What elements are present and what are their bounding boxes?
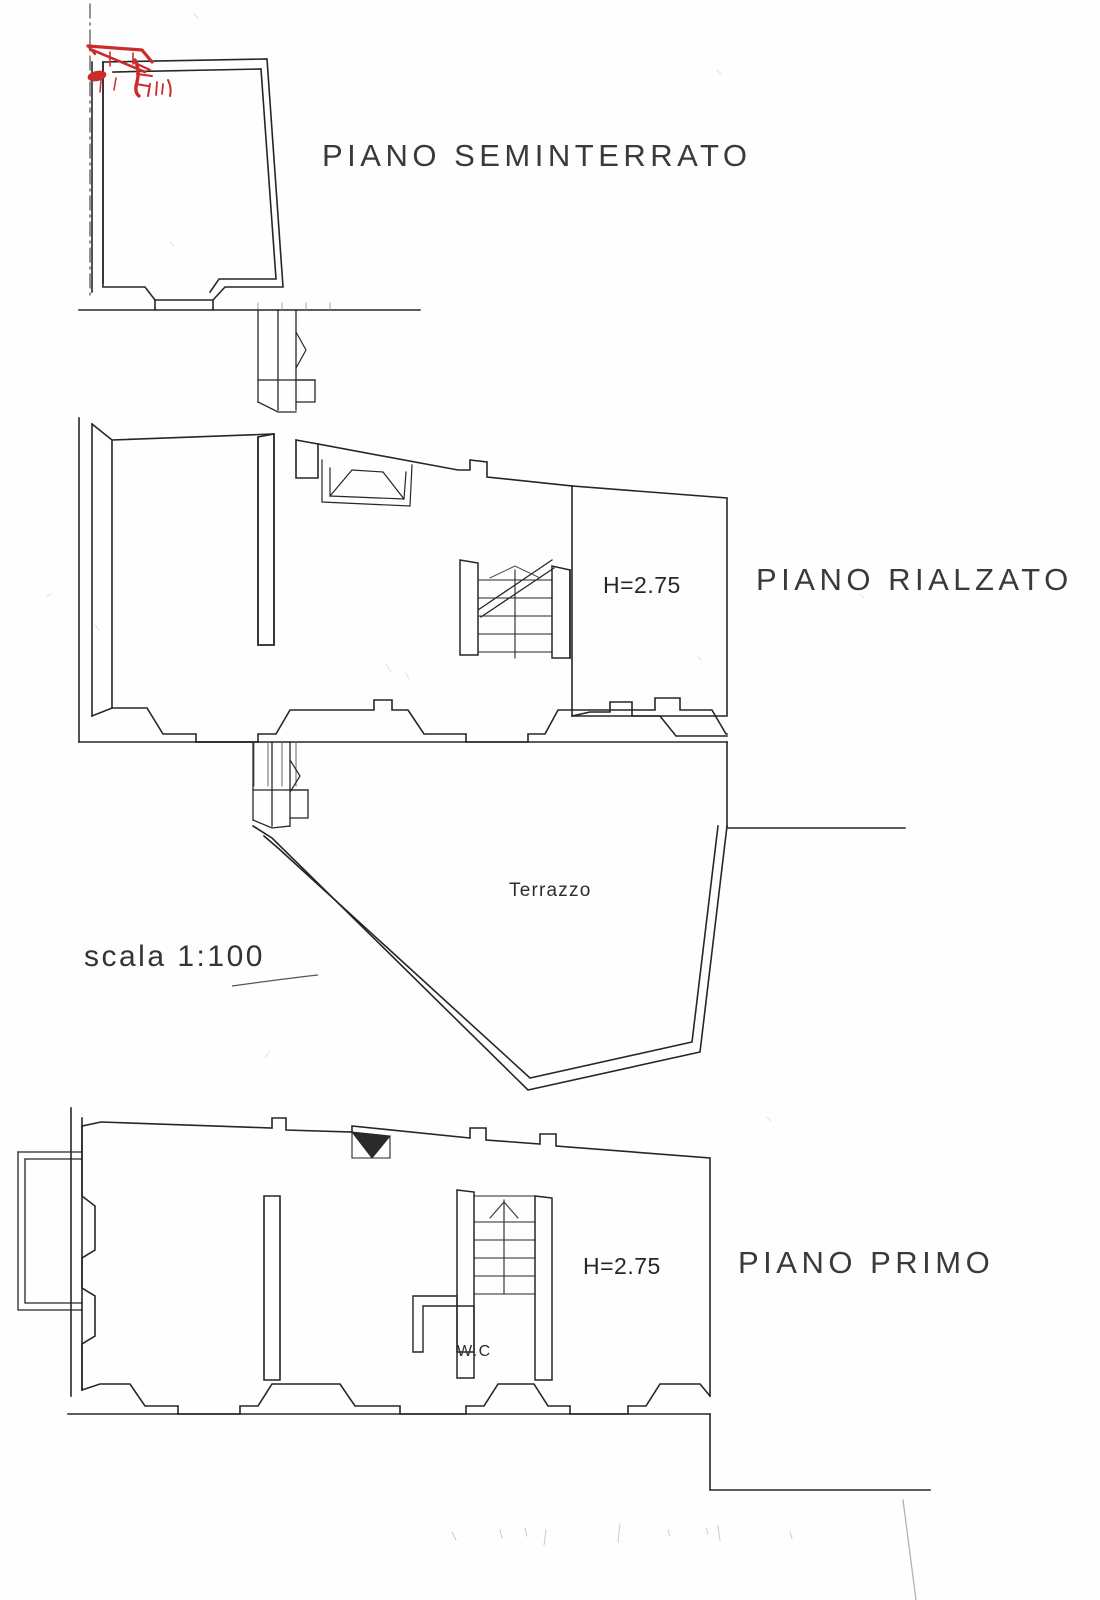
partition-wall-1-rialzato — [257, 433, 275, 646]
floor-primo — [17, 13, 931, 1600]
bay-window-rialzato — [321, 459, 413, 507]
perimeter-primo — [81, 1117, 711, 1397]
room-center-rialzato — [295, 439, 573, 487]
terrace-outline — [251, 824, 728, 1091]
boundary-step-primo — [709, 1413, 931, 1491]
floor-title-primo: PIANO PRIMO — [738, 1245, 995, 1280]
scale-label: scala 1:100 — [84, 940, 265, 973]
room-right-rialzato — [571, 485, 728, 717]
floor-rialzato — [78, 417, 906, 1091]
red-annotation-mark — [86, 44, 172, 98]
room-label-wc: W.C — [457, 1343, 492, 1360]
scan-artifacts — [451, 1499, 917, 1600]
wc-partition-primo — [412, 1295, 475, 1353]
wall-perimeter-seminterrato — [102, 58, 284, 301]
balcony-left-primo — [17, 1151, 83, 1311]
stair-treads-rialzato — [477, 569, 553, 659]
height-label-primo: H=2.75 — [583, 1253, 661, 1279]
height-label-rialzato: H=2.75 — [603, 572, 681, 598]
stair-connector-seminterrato — [257, 309, 316, 413]
floor-seminterrato — [78, 3, 421, 413]
room-left-rialzato — [90, 422, 275, 646]
scale-underline — [231, 974, 319, 987]
stair-arrow-rialzato — [489, 565, 541, 579]
terrace-inner — [262, 825, 719, 1079]
bottom-wall-right-rialzato — [571, 701, 728, 737]
bottom-wall-primo — [80, 1383, 712, 1415]
stair-break-rialzato — [477, 559, 555, 618]
stair-connector-rialzato — [252, 741, 309, 829]
paper-speckles — [46, 13, 865, 1122]
wall-marker-triangle-primo — [350, 1131, 391, 1159]
door-opening-seminterrato — [154, 299, 214, 311]
floor-title-rialzato: PIANO RIALZATO — [756, 562, 1073, 597]
bottom-wall-rialzato — [90, 697, 728, 743]
floor-title-seminterrato: PIANO SEMINTERRATO — [322, 138, 752, 173]
partition-wall-primo — [263, 1195, 281, 1381]
room-label-terrazzo: Terrazzo — [509, 880, 592, 901]
stair-arrow-primo — [489, 1201, 519, 1241]
